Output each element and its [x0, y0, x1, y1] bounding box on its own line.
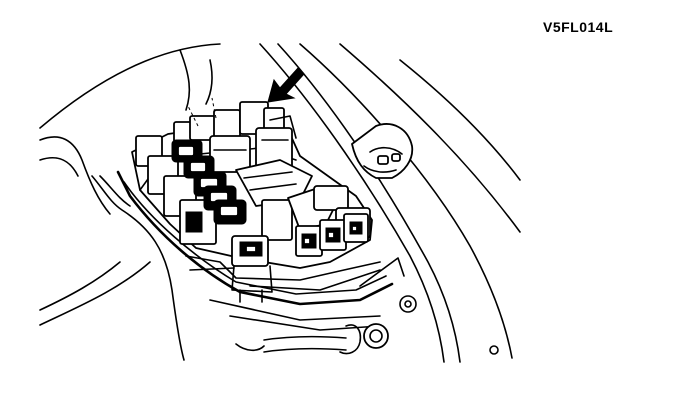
fuse-row [171, 139, 247, 225]
arrow-pointer-icon [267, 67, 305, 103]
lower-right-fuses [295, 213, 369, 257]
connector-plug [351, 123, 414, 179]
figure-code-label: V5FL014L [543, 19, 614, 35]
top-relays [135, 101, 297, 173]
lower-hoses [235, 323, 389, 355]
body-panel [39, 43, 221, 361]
dashed-hints [187, 97, 217, 127]
fender-panel [259, 43, 521, 363]
front-relay [231, 235, 273, 303]
